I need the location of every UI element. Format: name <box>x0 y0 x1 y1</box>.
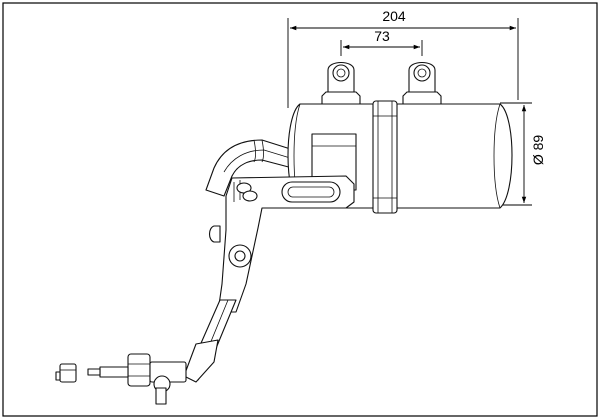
port-opening <box>332 64 350 82</box>
mounting-bracket <box>208 175 355 313</box>
band-rim <box>373 115 397 199</box>
dimension-diameter: Ø 89 <box>500 102 546 206</box>
bracket-tab <box>242 190 258 202</box>
hex-nut <box>127 353 151 387</box>
port-base <box>402 91 442 105</box>
outlet-port <box>402 61 442 105</box>
drum-clamp-band <box>372 100 398 214</box>
hose-assembly <box>205 139 301 197</box>
port-base <box>321 91 361 105</box>
arm-bracket <box>183 339 219 383</box>
pressure-fitting <box>87 353 187 405</box>
bracket-slot-inner <box>287 186 335 198</box>
dimension-diameter-label: Ø 89 <box>530 135 546 166</box>
bracket-clip <box>208 225 221 243</box>
hose-contour <box>223 149 301 173</box>
bracket-slot <box>281 181 341 203</box>
dimension-length-label: 204 <box>382 8 406 24</box>
inlet-port <box>321 61 361 105</box>
pipe-arm <box>183 299 237 383</box>
dimension-length: 204 <box>287 8 519 108</box>
valve-stem <box>99 366 129 378</box>
bracket-hole <box>234 250 246 262</box>
dimension-port-spacing: 73 <box>340 28 423 56</box>
hose-crimp <box>261 139 264 163</box>
fitting-stem <box>155 387 167 405</box>
cap-lip <box>55 371 61 381</box>
port-bore <box>336 68 346 78</box>
drum-right-cap-edge <box>493 103 501 209</box>
valve-tip <box>87 368 101 376</box>
port-opening <box>413 64 431 82</box>
cap-body <box>59 363 77 383</box>
valve-cap <box>55 363 77 383</box>
port-bore <box>417 68 427 78</box>
dimension-port-spacing-label: 73 <box>374 28 390 44</box>
hose-crimp <box>253 139 256 163</box>
bracket-plate <box>217 175 355 313</box>
